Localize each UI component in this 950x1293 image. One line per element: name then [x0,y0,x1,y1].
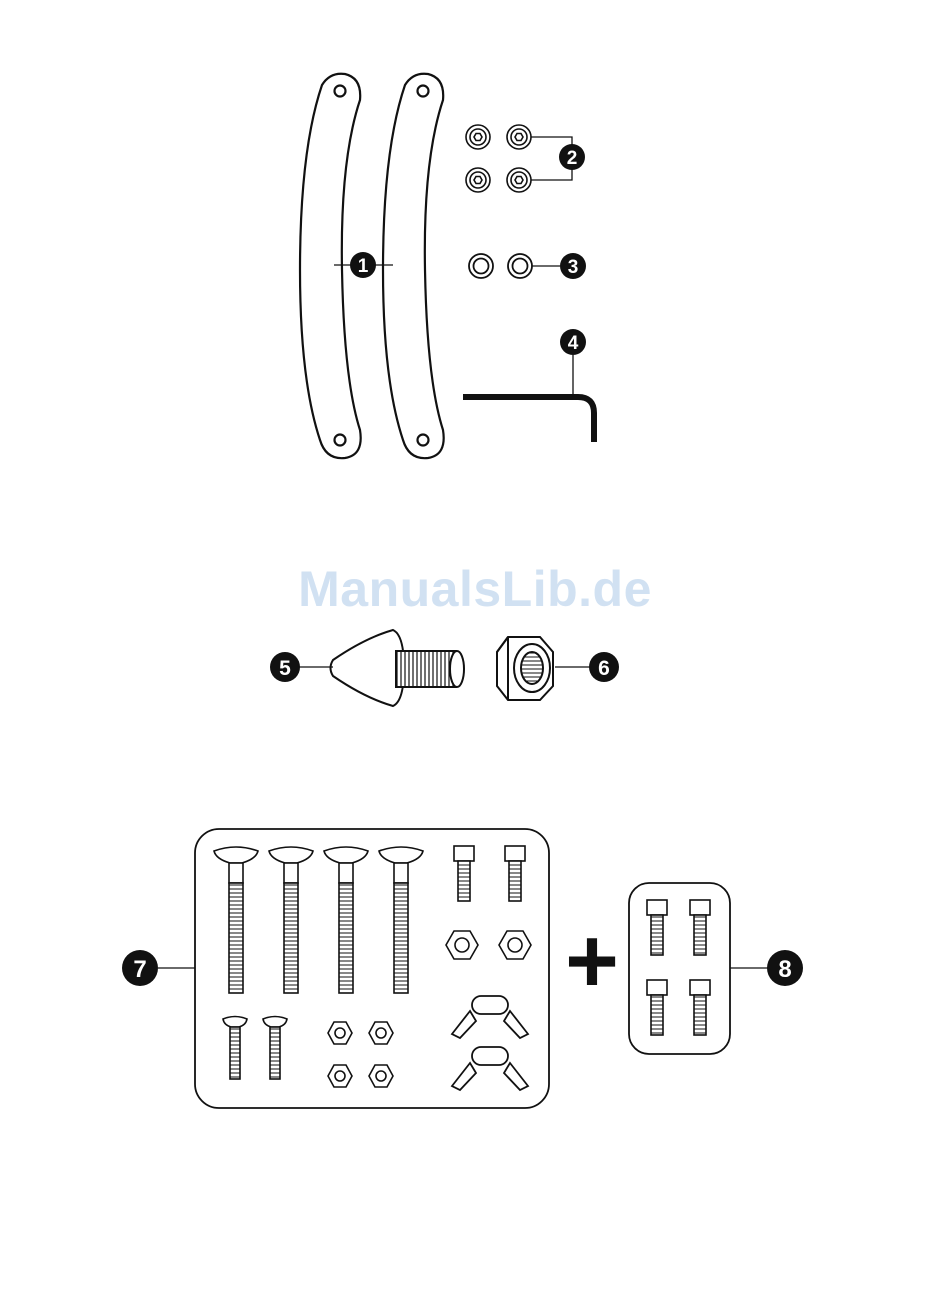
spike-foot-icon [331,630,465,706]
callout-8: 8 [767,950,803,986]
washer-icon [508,254,532,278]
hex-nut-icon [497,637,553,700]
callout-6-label: 6 [598,657,610,680]
callout-2-label: 2 [567,148,578,169]
callout-1: 1 [350,252,376,278]
small-nut-icon [328,1022,352,1044]
hex-nut-icon [446,931,478,959]
callout-4: 4 [560,329,586,355]
callout-7-label: 7 [133,956,146,983]
callout-4-label: 4 [568,333,579,354]
small-nut-icon [328,1065,352,1087]
plus-sign: + [565,910,619,1012]
callout-6: 6 [589,652,619,682]
callout-3: 3 [560,253,586,279]
curved-bracket-right [383,74,444,458]
socket-screw-icon [507,168,531,192]
callout-2: 2 [559,144,585,170]
washer-icon [469,254,493,278]
socket-screw-icon [466,125,490,149]
socket-screw-icon [507,125,531,149]
socket-screws-group [466,125,531,192]
washers-group [469,254,532,278]
small-nut-icon [369,1022,393,1044]
callout-3-label: 3 [568,257,579,278]
callout-5-label: 5 [279,657,291,680]
hex-nut-icon [499,931,531,959]
hardware-bag-7 [195,829,549,1108]
small-nut-icon [369,1065,393,1087]
hardware-bag-8 [629,883,730,1054]
allen-key-icon [463,397,594,442]
callout-8-label: 8 [778,956,791,983]
callout-1-label: 1 [358,256,369,277]
callout-5: 5 [270,652,300,682]
socket-screw-icon [466,168,490,192]
callout-7: 7 [122,950,158,986]
